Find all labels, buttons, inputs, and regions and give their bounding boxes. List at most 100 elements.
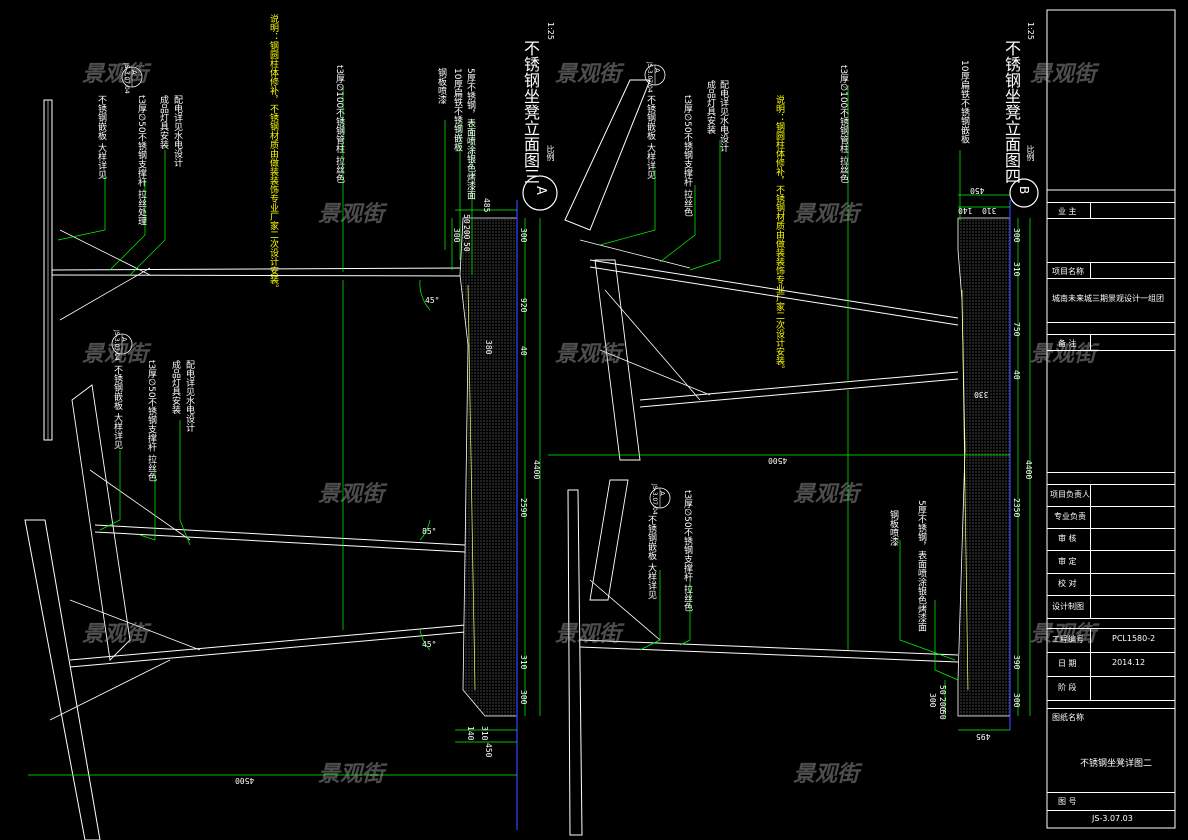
- support-arm-b1b: [589, 266, 959, 326]
- leader-a3: [129, 150, 166, 276]
- watermark: 景观街: [793, 202, 860, 227]
- brace-upper-a: [59, 267, 151, 321]
- elevation-b-scale: 1:25: [1026, 22, 1035, 40]
- watermark: 景观街: [793, 762, 860, 787]
- column-edge-b: [961, 289, 969, 691]
- date-label: 日 期: [1058, 659, 1077, 668]
- owner-label: 业 主: [1058, 207, 1077, 216]
- dim-b-310: 310: [1012, 262, 1021, 277]
- detail-ref-a1-letter: A: [130, 70, 138, 75]
- tb-divider: [1047, 218, 1175, 219]
- tb-divider: [1047, 278, 1175, 279]
- logo-box: [1046, 9, 1176, 191]
- dim-a-top-485: 485: [482, 198, 491, 213]
- brace-b1: [579, 239, 691, 269]
- label-b-6: 10厚扁铁不锈钢嵌板: [959, 60, 969, 144]
- leader-b9: [899, 540, 956, 661]
- tb-divider: [1047, 484, 1175, 485]
- watermark: 景观街: [555, 622, 622, 647]
- leader-a10: [139, 470, 156, 541]
- dim-a-310: 310: [519, 655, 528, 670]
- dim-a-top-50b: 50: [462, 242, 471, 252]
- dim-b-total: 4400: [1024, 460, 1033, 480]
- date-value: 2014.12: [1112, 658, 1146, 667]
- project-label: 项目名称: [1052, 267, 1084, 276]
- support-arm-b3b: [579, 646, 959, 663]
- section-marker-a-letter: A: [533, 186, 548, 195]
- tb-divider: [1047, 334, 1175, 335]
- tb-divider: [1047, 676, 1175, 677]
- watermark: 景观街: [318, 762, 385, 787]
- dim-b-bottom-50: 50: [938, 685, 947, 695]
- watermark: 景观街: [82, 342, 149, 367]
- support-arm-upper-a: [51, 267, 466, 271]
- watermark: 景观街: [555, 342, 622, 367]
- support-arm-lower-b: [69, 624, 466, 661]
- watermark: 景观街: [318, 482, 385, 507]
- detail-ref-a2-letter: A: [120, 337, 128, 342]
- support-arm-lower-b2: [69, 631, 466, 668]
- dim-a-300-bottom: 300: [519, 690, 528, 705]
- elevation-b-note: 说明：钢圆柱体修补，不锈钢材质由做装装饰专业厂家二次设计安装。: [774, 95, 784, 374]
- stage-label: 阶 段: [1058, 683, 1077, 692]
- dim-b-mid-40: 40: [1012, 370, 1021, 380]
- label-a-lower-2: t3厚∅50不锈钢支撑杆 拉丝色: [146, 360, 156, 482]
- remarks-label: 备 注: [1058, 339, 1077, 348]
- dim-b-750: 750: [1012, 322, 1021, 337]
- job-no-value: PCL1580-2: [1112, 634, 1156, 643]
- elevation-a-note: 说明：钢圆柱体修补，不锈钢材质由做装装饰专业厂家二次设计安装。: [268, 14, 278, 293]
- tb-divider: [1047, 792, 1175, 793]
- angle-a-3: 45°: [422, 640, 437, 649]
- tb-divider: [1047, 810, 1175, 811]
- label-a-lower-4: 配电详见水电设计: [184, 360, 194, 432]
- drawing-name-value: 不锈钢坐凳详图二: [1080, 759, 1153, 769]
- leader-a1: [57, 170, 106, 241]
- dim-b-300-top: 300: [1012, 228, 1021, 243]
- label-b-lower-1: 不锈钢嵌板 大样详见: [646, 515, 656, 599]
- detail-ref-b2-letter: A: [658, 491, 666, 496]
- leader-b3: [689, 140, 721, 271]
- bench-panel-lower-b2: [589, 479, 629, 601]
- angle-a-1: 45°: [425, 296, 440, 305]
- dim-a-horizontal-total: 4500: [235, 776, 255, 785]
- leader-a11: [179, 420, 191, 546]
- bench-panel-upper-a: [43, 99, 53, 441]
- leader-b8: [679, 580, 691, 646]
- bench-panel-lower-a: [24, 519, 101, 840]
- dim-b-mid-330: 330: [974, 390, 989, 399]
- leader-b10: [934, 600, 959, 681]
- support-arm-b2: [639, 371, 959, 401]
- elevation-b: [548, 64, 1039, 836]
- leader-b1: [599, 170, 656, 246]
- section-marker-a: [522, 175, 558, 211]
- label-b-4: 配电详见水电设计: [718, 80, 728, 152]
- brace-lower-b: [69, 599, 201, 651]
- dim-a-top-200: 200: [462, 225, 471, 240]
- tb-divider: [1047, 262, 1175, 263]
- dim-b-bottom-300: 300: [928, 693, 937, 708]
- column-a: [459, 217, 518, 717]
- dim-a-2590: 2590: [519, 498, 528, 518]
- watermark: 景观街: [1030, 622, 1097, 647]
- tb-divider: [1047, 700, 1175, 701]
- support-arm-upper-a2: [51, 274, 466, 277]
- elevation-a-scale: 1:25: [546, 22, 555, 40]
- dim-a-total: 4400: [532, 460, 541, 480]
- elevation-a: [24, 66, 558, 840]
- dim-b-top-140: 140: [958, 206, 973, 215]
- dim-a-mid-40: 40: [519, 346, 528, 356]
- section-marker-b-letter: B: [1017, 186, 1031, 195]
- watermark: 景观街: [318, 202, 385, 227]
- leader-b7: [639, 570, 661, 651]
- role-project-lead: 项目负责人: [1050, 490, 1090, 499]
- role-approver: 审 定: [1058, 557, 1077, 566]
- tb-divider: [1047, 573, 1175, 574]
- angle-arc-a3: [419, 629, 431, 651]
- tb-divider: [1047, 506, 1175, 507]
- tb-divider: [1047, 708, 1175, 709]
- role-reviewer: 审 核: [1058, 534, 1077, 543]
- bench-panel-upper-b: [564, 79, 651, 231]
- tb-divider: [1047, 350, 1175, 351]
- elevation-b-scale-label: 比例: [1026, 145, 1035, 161]
